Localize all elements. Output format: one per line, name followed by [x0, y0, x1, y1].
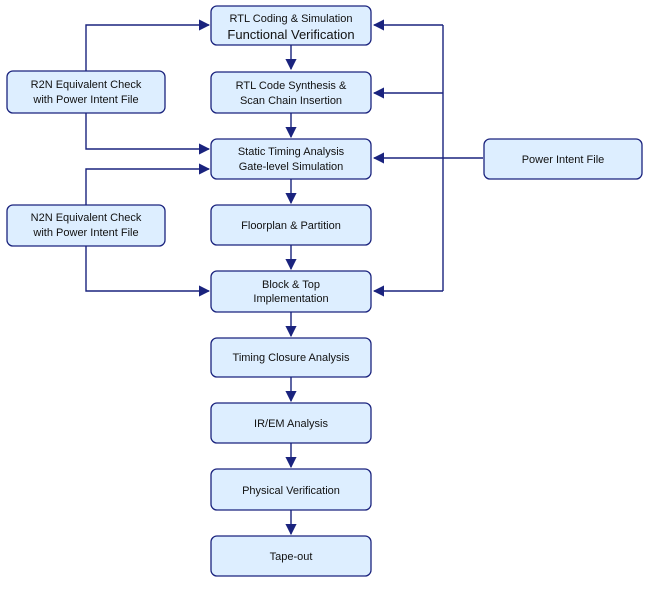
node-rtl-line-1: RTL Coding & Simulation [230, 13, 353, 25]
node-physical-line-1: Physical Verification [242, 485, 340, 497]
node-n2n-line-1: N2N Equivalent Check [31, 212, 142, 224]
edge-r2n-to-rtl [85, 19, 211, 71]
node-ir-em-analysis: IR/EM Analysis [210, 402, 372, 444]
node-static-timing-analysis: Static Timing Analysis Gate-level Simula… [210, 138, 372, 180]
node-n2n-line-2: with Power Intent File [32, 227, 138, 239]
edge-n2n-to-sta [85, 163, 211, 205]
node-rtl-coding: RTL Coding & Simulation Functional Verif… [210, 5, 372, 46]
edge-r2n-to-sta [85, 113, 211, 155]
node-r2n-equivalent-check: R2N Equivalent Check with Power Intent F… [6, 70, 166, 114]
node-r2n-line-2: with Power Intent File [32, 94, 138, 106]
node-synthesis-line-2: Scan Chain Insertion [240, 95, 342, 107]
node-rtl-line-2: Functional Verification [227, 27, 354, 42]
edge-n2n-to-block-top [85, 246, 211, 297]
node-tape-out: Tape-out [210, 535, 372, 577]
node-timing-closure: Timing Closure Analysis [210, 337, 372, 378]
node-r2n-line-1: R2N Equivalent Check [31, 79, 142, 91]
node-ir-em-line-1: IR/EM Analysis [254, 418, 328, 430]
node-power-intent-file: Power Intent File [483, 138, 643, 180]
node-sta-line-2: Gate-level Simulation [239, 161, 344, 173]
node-block-top-line-1: Block & Top [262, 279, 320, 291]
node-rtl-synthesis: RTL Code Synthesis & Scan Chain Insertio… [210, 71, 372, 114]
node-physical-verification: Physical Verification [210, 468, 372, 511]
node-floorplan-line-1: Floorplan & Partition [241, 220, 341, 232]
edges [85, 19, 483, 536]
node-floorplan: Floorplan & Partition [210, 204, 372, 246]
node-n2n-equivalent-check: N2N Equivalent Check with Power Intent F… [6, 204, 166, 247]
node-power-intent-line-1: Power Intent File [522, 154, 605, 166]
node-block-top-line-2: Implementation [253, 293, 328, 305]
node-block-top-implementation: Block & Top Implementation [210, 270, 372, 313]
node-tapeout-line-1: Tape-out [270, 551, 313, 563]
node-sta-line-1: Static Timing Analysis [238, 146, 345, 158]
node-timing-closure-line-1: Timing Closure Analysis [233, 352, 350, 364]
node-synthesis-line-1: RTL Code Synthesis & [236, 80, 347, 92]
